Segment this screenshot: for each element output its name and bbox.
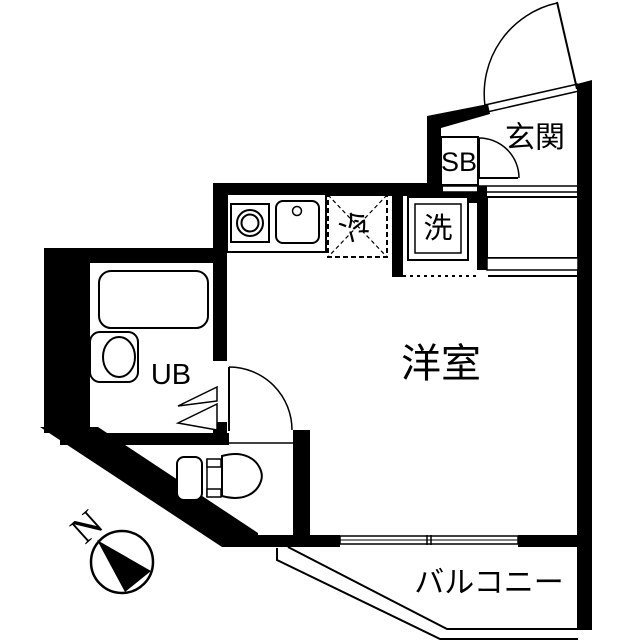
living-room-area: 洋室 xyxy=(339,342,519,545)
toilet-bowl xyxy=(221,453,263,499)
compass-needle xyxy=(97,540,151,592)
wall-left-column xyxy=(44,248,90,433)
wall-entry-inner xyxy=(477,186,487,270)
kitchen-sink xyxy=(275,200,320,244)
toilet-hinge-bottom xyxy=(206,488,222,498)
wall-entrance-angled xyxy=(427,104,490,130)
entrance-area: SB 玄関 xyxy=(440,1,580,277)
folding-door-upper xyxy=(177,385,218,407)
living-room-label: 洋室 xyxy=(401,342,481,386)
wall-bottom-right xyxy=(518,535,592,547)
wall-washer-left xyxy=(392,196,403,277)
entry-closet xyxy=(486,196,579,259)
wall-diagonal xyxy=(40,427,258,547)
toilet-area xyxy=(176,366,293,501)
balcony-parapet-outer xyxy=(276,548,578,640)
folding-door-lower xyxy=(175,402,218,431)
wall-right xyxy=(577,80,592,630)
front-door-threshold-outer xyxy=(484,83,579,106)
vanity-basin xyxy=(102,336,136,378)
sink-faucet xyxy=(291,205,303,217)
balcony-area: バルコニー xyxy=(276,546,578,640)
front-door-threshold-inner xyxy=(486,90,580,113)
entrance-label: 玄関 xyxy=(505,122,565,155)
shoebox-door-arc xyxy=(478,137,520,179)
wall-bottom-left xyxy=(257,535,340,547)
wall-toilet-top xyxy=(60,433,229,445)
washer-label: 洗 xyxy=(423,212,452,245)
refrigerator-space xyxy=(327,194,388,258)
compass: N xyxy=(63,502,155,595)
unit-bath-area: UB xyxy=(89,270,218,431)
shoe-box-label: SB xyxy=(441,147,477,177)
unit-bath-label: UB xyxy=(151,359,191,391)
wall-kitchen-top xyxy=(216,183,443,196)
stove-burner-outer xyxy=(236,209,264,237)
wall-ub-room-upper xyxy=(213,183,227,361)
entry-closet-shelf xyxy=(486,257,579,271)
front-door-arc xyxy=(483,2,558,107)
bathtub xyxy=(98,270,209,329)
washer-pan-outer xyxy=(407,196,469,261)
toilet-door-arc xyxy=(228,366,293,431)
refrigerator-cross-2 xyxy=(327,194,388,258)
wall-entrance-left xyxy=(427,116,441,192)
walls xyxy=(40,80,592,630)
wall-toilet-right xyxy=(293,430,310,547)
shoe-box xyxy=(440,136,479,186)
front-door-leaf xyxy=(556,1,578,90)
toilet-tank xyxy=(176,456,203,501)
toilet-hinge-top xyxy=(206,458,222,468)
balcony-parapet-inner xyxy=(287,546,578,630)
stove-burner-inner xyxy=(240,213,260,233)
balcony-label: バルコニー xyxy=(414,567,563,600)
washer-pan-inner xyxy=(414,203,462,254)
